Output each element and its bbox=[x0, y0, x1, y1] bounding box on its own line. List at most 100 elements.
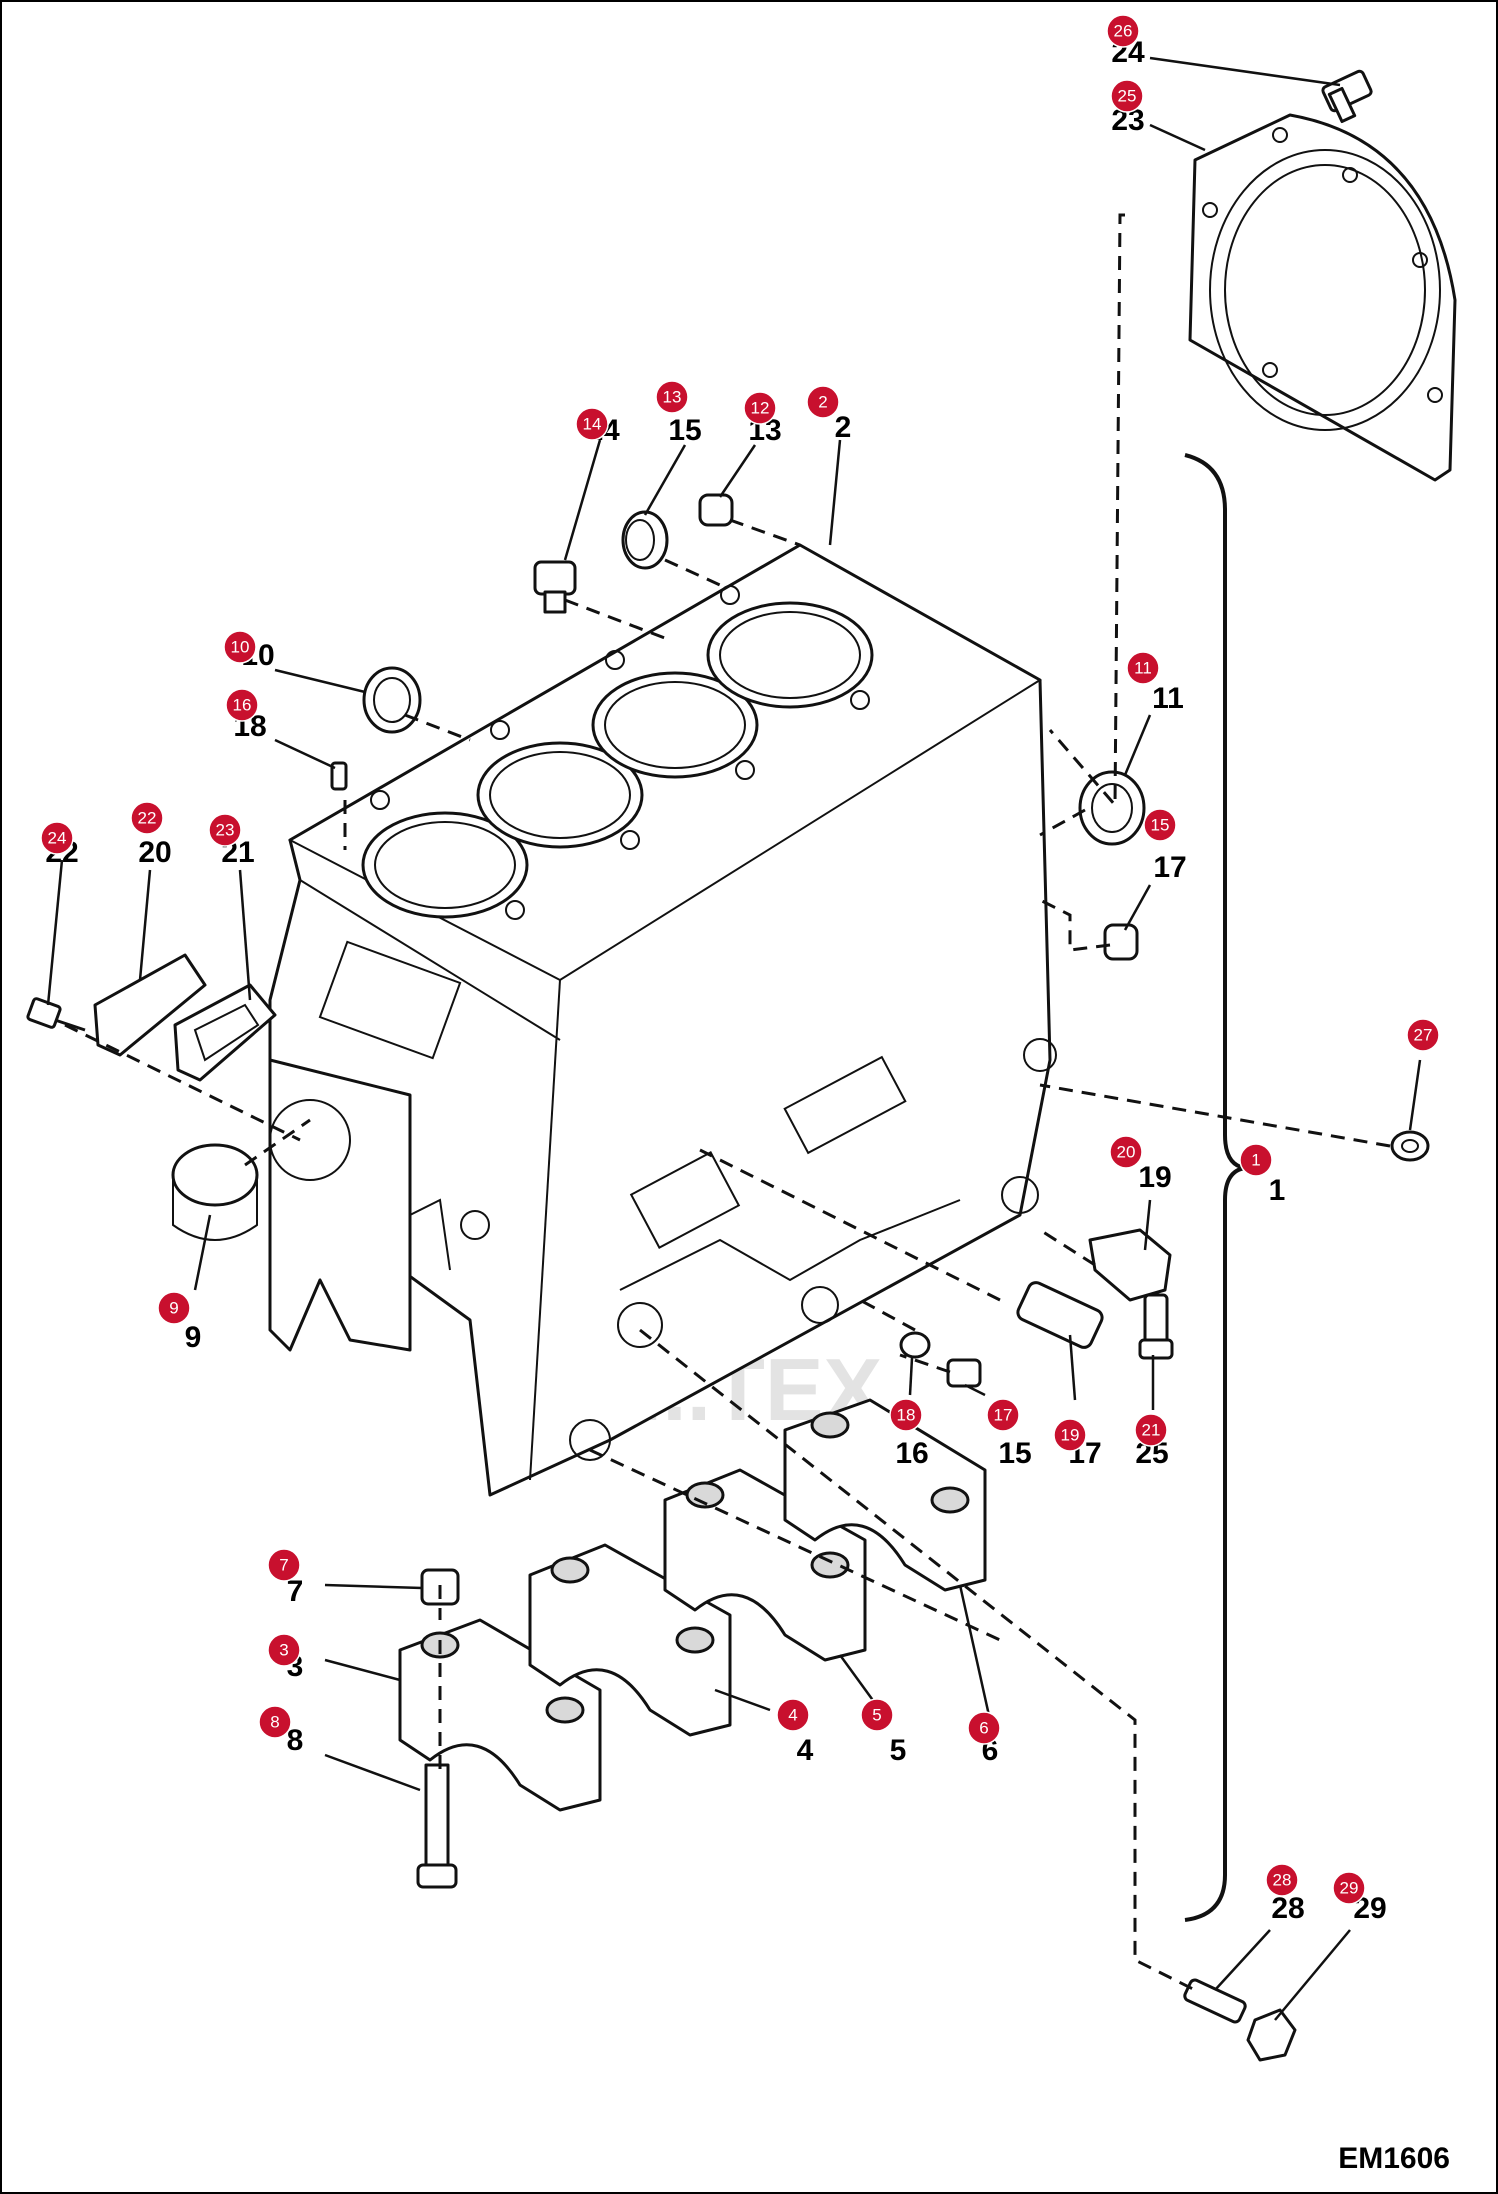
callout-9[interactable]: 9 bbox=[157, 1291, 191, 1325]
assembly-lines bbox=[64, 213, 1391, 1992]
callout-7[interactable]: 7 bbox=[267, 1548, 301, 1582]
svg-text:15: 15 bbox=[1151, 816, 1170, 835]
callout-28[interactable]: 28 bbox=[1265, 1863, 1299, 1897]
cover-22 bbox=[93, 953, 207, 1057]
svg-text:3: 3 bbox=[279, 1641, 288, 1660]
bushing-9 bbox=[171, 1143, 259, 1241]
pipe-21 bbox=[1138, 1293, 1174, 1360]
gasket-23 bbox=[173, 983, 277, 1082]
leader-lines bbox=[46, 56, 1422, 2021]
callout-25[interactable]: 25 bbox=[1110, 79, 1144, 113]
part-number-4: 4 bbox=[797, 1734, 814, 1767]
svg-text:23: 23 bbox=[216, 821, 235, 840]
callout-16[interactable]: 16 bbox=[225, 688, 259, 722]
callout-23[interactable]: 23 bbox=[208, 813, 242, 847]
svg-text:10: 10 bbox=[231, 638, 250, 657]
document-id: EM1606 bbox=[1338, 2142, 1450, 2175]
part-number-18: 16 bbox=[895, 1437, 928, 1470]
callout-27[interactable]: 27 bbox=[1406, 1018, 1440, 1052]
svg-text:19: 19 bbox=[1061, 1426, 1080, 1445]
bracket-20 bbox=[1088, 1228, 1172, 1302]
svg-text:11: 11 bbox=[1134, 659, 1152, 678]
svg-text:25: 25 bbox=[1118, 87, 1137, 106]
svg-text:2: 2 bbox=[818, 393, 827, 412]
callout-26[interactable]: 26 bbox=[1106, 14, 1140, 48]
svg-text:1: 1 bbox=[1251, 1151, 1260, 1170]
part-number-17-label: 15 bbox=[998, 1437, 1031, 1470]
svg-text:20: 20 bbox=[1117, 1143, 1136, 1162]
svg-text:4: 4 bbox=[788, 1706, 797, 1725]
callout-6[interactable]: 6 bbox=[967, 1711, 1001, 1745]
rear-seal-housing bbox=[1188, 113, 1457, 482]
callout-24[interactable]: 24 bbox=[40, 821, 74, 855]
plug-17 bbox=[946, 1358, 982, 1388]
callout-markers: 1 2 3 4 5 6 7 8 9 10 11 12 13 14 15 16 1… bbox=[40, 14, 1440, 1905]
callout-14[interactable]: 14 bbox=[575, 407, 609, 441]
sensor-19 bbox=[1016, 1281, 1104, 1349]
svg-text:26: 26 bbox=[1114, 22, 1133, 41]
callout-19[interactable]: 19 bbox=[1053, 1418, 1087, 1452]
svg-text:18: 18 bbox=[897, 1406, 916, 1425]
callout-13[interactable]: 13 bbox=[655, 380, 689, 414]
part-number-8: 8 bbox=[287, 1724, 304, 1757]
svg-text:16: 16 bbox=[233, 696, 252, 715]
part-number-9: 9 bbox=[185, 1321, 202, 1354]
part-number-28: 28 bbox=[1271, 1892, 1304, 1925]
engine-block bbox=[268, 543, 1057, 1497]
svg-text:6: 6 bbox=[979, 1719, 988, 1738]
svg-text:21: 21 bbox=[1142, 1421, 1161, 1440]
svg-text:24: 24 bbox=[48, 829, 67, 848]
svg-text:14: 14 bbox=[583, 415, 602, 434]
part-number-15: 17 bbox=[1153, 851, 1186, 884]
part-number-22: 20 bbox=[138, 836, 171, 869]
dowel-pin-16 bbox=[330, 761, 348, 791]
callout-8[interactable]: 8 bbox=[258, 1705, 292, 1739]
washer-18 bbox=[899, 1331, 931, 1359]
callout-11[interactable]: 11 bbox=[1126, 651, 1160, 685]
cup-plug-13 bbox=[621, 510, 669, 570]
part-number-11: 11 bbox=[1152, 682, 1184, 715]
bolt-24 bbox=[26, 997, 86, 1032]
part-number-labels: 24 23 2 15 13 14 10 18 11 17 22 20 21 9 … bbox=[45, 36, 1386, 1925]
svg-text:27: 27 bbox=[1414, 1026, 1433, 1045]
callout-20[interactable]: 20 bbox=[1109, 1135, 1143, 1169]
bolt-26 bbox=[1321, 69, 1373, 124]
callout-12[interactable]: 12 bbox=[743, 391, 777, 425]
cup-plug-10 bbox=[362, 666, 422, 734]
callout-22[interactable]: 22 bbox=[130, 801, 164, 835]
callout-5[interactable]: 5 bbox=[860, 1698, 894, 1732]
callout-18[interactable]: 18 bbox=[889, 1398, 923, 1432]
washer-27 bbox=[1390, 1130, 1430, 1162]
callout-17[interactable]: 17 bbox=[986, 1398, 1020, 1432]
part-number-7: 7 bbox=[287, 1575, 304, 1608]
svg-text:28: 28 bbox=[1273, 1871, 1292, 1890]
svg-text:12: 12 bbox=[751, 399, 770, 418]
plug-15 bbox=[1103, 923, 1139, 961]
callout-3[interactable]: 3 bbox=[267, 1633, 301, 1667]
nut-29 bbox=[1246, 2008, 1297, 2062]
svg-text:22: 22 bbox=[138, 809, 157, 828]
assembly-bracket bbox=[1184, 453, 1246, 1922]
callout-1[interactable]: 1 bbox=[1239, 1143, 1273, 1177]
svg-text:5: 5 bbox=[872, 1706, 881, 1725]
svg-text:17: 17 bbox=[994, 1406, 1013, 1425]
plug-12 bbox=[698, 493, 734, 527]
svg-text:9: 9 bbox=[169, 1299, 178, 1318]
callout-10[interactable]: 10 bbox=[223, 630, 257, 664]
callout-4[interactable]: 4 bbox=[776, 1698, 810, 1732]
svg-text:7: 7 bbox=[279, 1556, 288, 1575]
svg-text:29: 29 bbox=[1340, 1879, 1359, 1898]
cap-bolt-8 bbox=[416, 1763, 458, 1889]
callout-15[interactable]: 15 bbox=[1143, 808, 1177, 842]
plug-14 bbox=[533, 560, 577, 614]
part-number-2: 2 bbox=[835, 411, 852, 444]
callout-2[interactable]: 2 bbox=[806, 385, 840, 419]
svg-text:13: 13 bbox=[663, 388, 682, 407]
svg-text:8: 8 bbox=[270, 1713, 279, 1732]
callout-21[interactable]: 21 bbox=[1134, 1413, 1168, 1447]
callout-29[interactable]: 29 bbox=[1332, 1871, 1366, 1905]
part-number-5: 5 bbox=[890, 1734, 907, 1767]
